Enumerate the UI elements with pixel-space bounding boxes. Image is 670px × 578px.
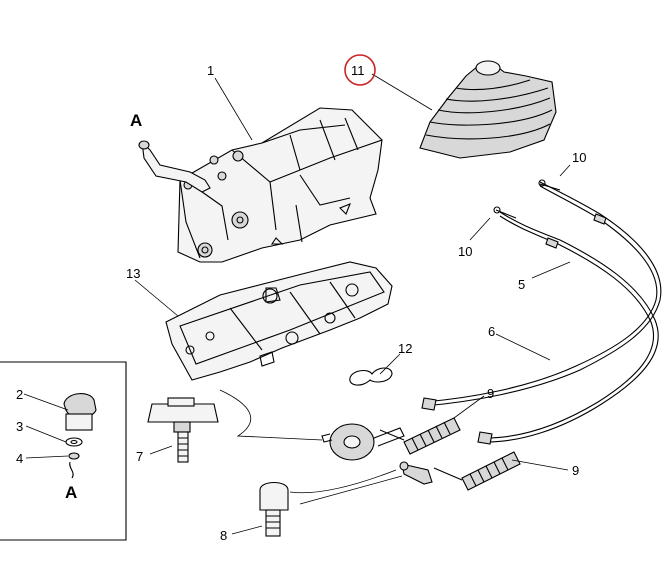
part-12-clip bbox=[349, 367, 393, 386]
part-7-bush bbox=[147, 397, 219, 463]
detail-a-label-inset: A bbox=[65, 483, 77, 502]
label-2: 2 bbox=[16, 387, 23, 402]
label-4: 4 bbox=[16, 451, 23, 466]
label-12: 12 bbox=[398, 341, 412, 356]
part-8-stud bbox=[259, 481, 289, 537]
detail-a-inset bbox=[0, 361, 127, 541]
cable-end-fittings bbox=[421, 179, 607, 445]
label-1: 1 bbox=[207, 63, 214, 78]
cable-ball-end bbox=[399, 461, 433, 485]
label-13: 13 bbox=[126, 266, 140, 281]
part-a-lever-arm bbox=[138, 140, 211, 193]
leader-lines bbox=[23, 73, 571, 535]
label-9-upper: 9 bbox=[487, 386, 494, 401]
cable-eye-end bbox=[321, 423, 405, 461]
part-13-base-plate bbox=[165, 261, 393, 381]
label-11: 11 bbox=[351, 63, 365, 78]
label-3: 3 bbox=[16, 419, 23, 434]
label-6: 6 bbox=[488, 324, 495, 339]
label-10-lower: 10 bbox=[458, 244, 472, 259]
part-11-gaiter-boot bbox=[419, 60, 557, 159]
part-9-spring-lower bbox=[433, 451, 521, 491]
cable-6 bbox=[423, 181, 662, 407]
label-7: 7 bbox=[136, 449, 143, 464]
label-5: 5 bbox=[518, 277, 525, 292]
highlight-circle bbox=[344, 54, 376, 86]
callout-labels: 1 2 3 4 5 6 7 8 9 9 10 10 11 12 13 A A bbox=[16, 63, 586, 543]
label-8: 8 bbox=[220, 528, 227, 543]
part-1-lever-housing bbox=[177, 107, 383, 263]
detail-a-label-main: A bbox=[130, 111, 142, 130]
part-9-spring-upper bbox=[379, 417, 461, 455]
label-10-upper: 10 bbox=[572, 150, 586, 165]
label-9-lower: 9 bbox=[572, 463, 579, 478]
